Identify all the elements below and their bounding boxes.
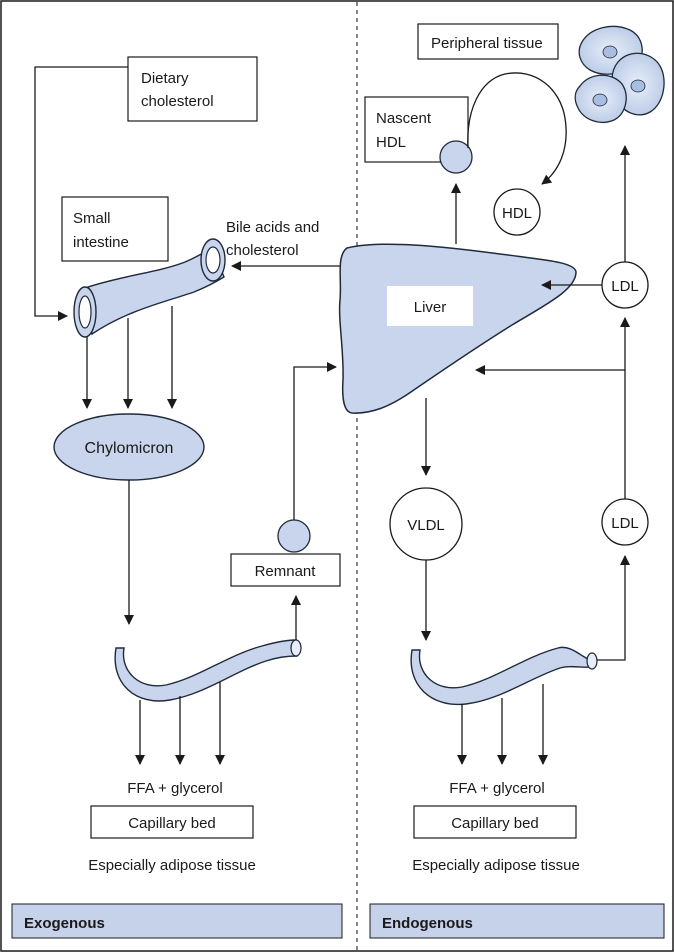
ldl-bottom-node	[601, 498, 649, 546]
dietary-cholesterol-line1: Dietary	[141, 70, 189, 87]
chylomicron-label: Chylomicron	[85, 440, 174, 457]
remnant-to-liver-arrow	[293, 362, 337, 520]
bile-acids-line2: cholesterol	[226, 242, 299, 259]
peripheral-cells-illustration	[574, 25, 665, 123]
footer-endogenous-label: Endogenous	[382, 915, 473, 932]
liver-label: Liver	[414, 299, 447, 316]
dietary-cholesterol-box	[127, 56, 258, 122]
liver-organ	[338, 243, 577, 414]
left-capillary-bed-label: Capillary bed	[128, 815, 216, 832]
left-ffa-label: FFA + glycerol	[127, 780, 222, 797]
vldl-label: VLDL	[407, 517, 445, 534]
remnant-box	[230, 553, 341, 587]
footer-exogenous-label: Exogenous	[24, 915, 105, 932]
left-capillary-tube	[114, 639, 302, 702]
hdl-label: HDL	[502, 205, 532, 222]
peripheral-tissue-label: Peripheral tissue	[431, 35, 543, 52]
left-capillary-bed-box	[90, 805, 254, 839]
nascent-hdl-to-hdl-curve-arrow	[467, 72, 567, 185]
ldl-bottom-label: LDL	[611, 515, 639, 532]
peripheral-tissue-box	[417, 23, 559, 60]
bile-acids-line1: Bile acids and	[226, 219, 319, 236]
remnant-label: Remnant	[255, 563, 317, 580]
ldl-top-label: LDL	[611, 278, 639, 295]
dietary-to-intestine-arrow	[34, 66, 128, 321]
hdl-node	[493, 188, 541, 236]
small-intestine-line1: Small	[73, 210, 111, 227]
liver-label-box	[387, 286, 473, 326]
small-intestine-box	[61, 196, 169, 262]
right-capillary-bed-box	[413, 805, 577, 839]
right-capillary-bed-label: Capillary bed	[451, 815, 539, 832]
right-capillary-tube	[410, 646, 598, 706]
left-adipose-label: Especially adipose tissue	[88, 857, 256, 874]
nascent-hdl-particle	[439, 140, 473, 174]
remnant-particle	[277, 519, 311, 553]
capillary-to-ldl-arrow	[597, 555, 630, 661]
nascent-hdl-line1: Nascent	[376, 110, 432, 127]
footer-exogenous-bar	[11, 903, 343, 939]
small-intestine-line2: intestine	[73, 234, 129, 251]
small-intestine-tube	[73, 238, 226, 338]
footer-endogenous-bar	[369, 903, 665, 939]
nascent-hdl-line2: HDL	[376, 134, 406, 151]
dietary-cholesterol-line2: cholesterol	[141, 93, 214, 110]
right-ffa-label: FFA + glycerol	[449, 780, 544, 797]
nascent-hdl-box	[364, 96, 469, 163]
right-adipose-label: Especially adipose tissue	[412, 857, 580, 874]
